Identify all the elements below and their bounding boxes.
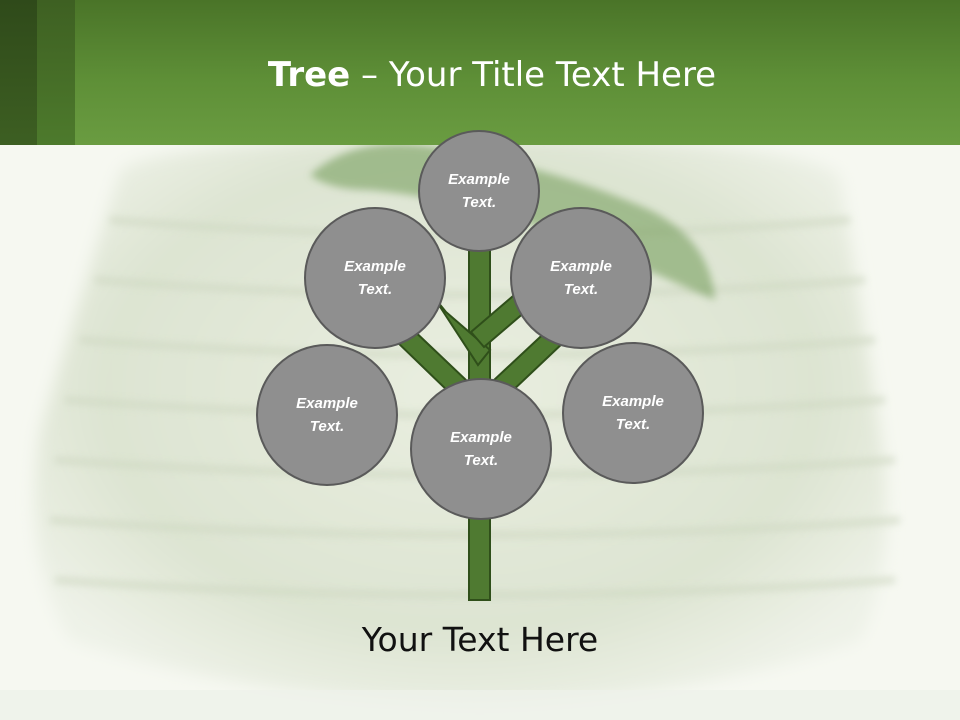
node-upper-left: Example Text.	[304, 207, 446, 349]
title-bar-accent-dark	[0, 0, 37, 145]
node-lower-right-line2: Text.	[615, 416, 651, 433]
node-upper-right-line1: Example	[550, 258, 612, 275]
node-top-line1: Example	[448, 171, 510, 188]
node-lower-left-line1: Example	[296, 395, 358, 412]
node-lower-right-line1: Example	[602, 393, 664, 410]
node-lower-right: Example Text.	[562, 342, 704, 484]
node-center-line1: Example	[450, 429, 512, 446]
title-bold: Tree	[267, 55, 351, 95]
caption-text: Your Text Here	[361, 620, 599, 659]
node-lower-left: Example Text.	[256, 344, 398, 486]
node-top-line2: Text.	[461, 194, 497, 211]
page-title: Tree – Your Title Text Here	[0, 52, 960, 98]
title-rest: – Your Title Text Here	[350, 55, 717, 95]
node-upper-left-line2: Text.	[357, 281, 393, 298]
node-upper-left-line1: Example	[344, 258, 406, 275]
node-top: Example Text.	[418, 130, 540, 252]
node-upper-right: Example Text.	[510, 207, 652, 349]
title-bar	[0, 0, 960, 145]
node-center-line2: Text.	[463, 452, 499, 469]
branch-upper-left	[432, 295, 492, 367]
node-lower-left-line2: Text.	[309, 418, 345, 435]
node-center: Example Text.	[410, 378, 552, 520]
title-bar-accent-mid	[37, 0, 75, 145]
node-upper-right-line2: Text.	[563, 281, 599, 298]
